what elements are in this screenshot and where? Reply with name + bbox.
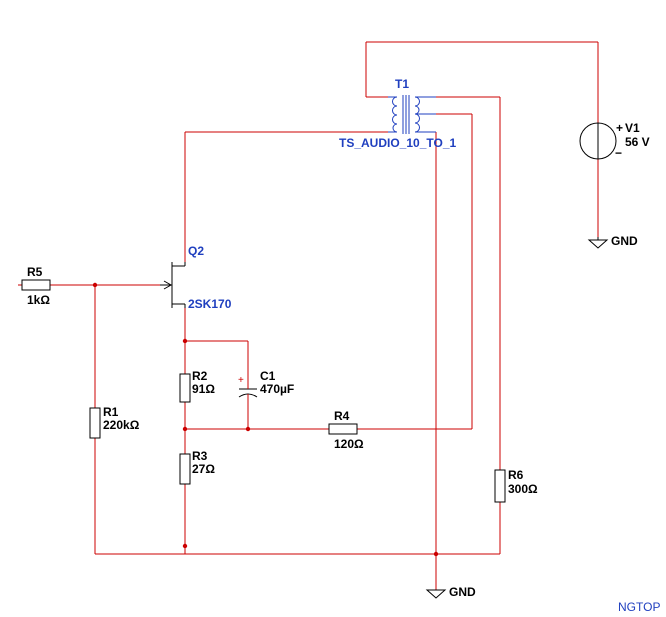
- q2-ref: Q2: [188, 244, 204, 258]
- v1-plus: +: [616, 121, 623, 135]
- r6-value: 300Ω: [508, 482, 538, 496]
- brand-label: NGTOP: [618, 600, 660, 614]
- r5-ref: R5: [27, 265, 43, 279]
- c1-polarity: +: [238, 375, 244, 386]
- c1-value: 470µF: [260, 382, 294, 396]
- transformer-t1: T1 TS_AUDIO_10_TO_1: [339, 77, 456, 150]
- resistor-r1: R1 220kΩ: [89, 405, 140, 439]
- junction-dot: [245, 426, 251, 432]
- r2-value: 91Ω: [192, 382, 215, 396]
- r3-ref: R3: [192, 449, 208, 463]
- resistor-r2: R2 91Ω: [179, 369, 215, 403]
- r2-ref: R2: [192, 369, 208, 383]
- r3-value: 27Ω: [192, 462, 215, 476]
- t1-ref: T1: [395, 77, 409, 91]
- resistor-r4: R4 120Ω: [328, 409, 364, 451]
- junction-dot: [182, 338, 188, 344]
- gate-arrow-icon: [163, 280, 173, 290]
- ground-top-right: GND: [587, 234, 638, 249]
- junctions: [92, 282, 439, 557]
- r6-ref: R6: [508, 468, 524, 482]
- t1-value: TS_AUDIO_10_TO_1: [339, 136, 456, 150]
- junction-dot: [182, 426, 188, 432]
- q2-value: 2SK170: [188, 297, 232, 311]
- ground-label: GND: [449, 585, 476, 599]
- r4-ref: R4: [334, 409, 350, 423]
- ground-bottom: GND: [425, 585, 476, 599]
- c1-ref: C1: [260, 369, 276, 383]
- r5-value: 1kΩ: [27, 293, 50, 307]
- resistor-r6: R6 300Ω: [494, 468, 538, 503]
- junction-dot: [182, 543, 188, 549]
- v1-minus: −: [615, 146, 622, 160]
- r1-value: 220kΩ: [103, 418, 140, 432]
- v1-value: 56 V: [625, 135, 650, 149]
- resistor-r5: R5 1kΩ: [21, 265, 51, 307]
- wires: [18, 41, 599, 590]
- junction-dot: [92, 282, 98, 288]
- r1-ref: R1: [103, 405, 119, 419]
- jfet-q2: Q2 2SK170: [163, 244, 232, 311]
- ground-icon: [425, 589, 447, 599]
- ground-icon: [587, 239, 609, 249]
- r4-value: 120Ω: [334, 437, 364, 451]
- resistor-r3: R3 27Ω: [179, 449, 215, 485]
- v1-ref: V1: [625, 121, 640, 135]
- junction-dot: [433, 551, 439, 557]
- capacitor-c1: + C1 470µF: [238, 369, 294, 398]
- ground-label: GND: [611, 234, 638, 248]
- dc-source-v1: + − V1 56 V: [579, 121, 650, 160]
